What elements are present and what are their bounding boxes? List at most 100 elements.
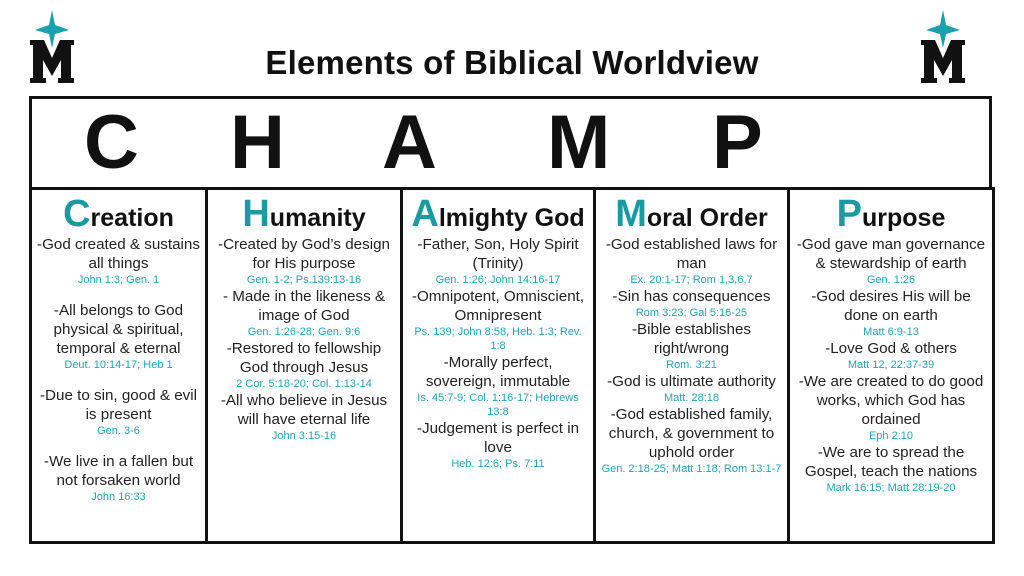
- heading-rest: oral Order: [646, 204, 768, 232]
- heading-rest: reation: [90, 204, 174, 232]
- scripture-reference: Gen. 1:26: [866, 274, 916, 286]
- item-text: -Father, Son, Holy Spirit (Trinity): [417, 236, 579, 272]
- scripture-reference: Heb. 12:6; Ps. 7:11: [451, 458, 545, 470]
- item-text: -Due to sin, good & evil is present: [39, 387, 198, 423]
- heading-rest: lmighty God: [438, 204, 585, 232]
- page-title: Elements of Biblical Worldview: [265, 44, 759, 81]
- heading-initial: M: [615, 193, 647, 235]
- scripture-reference: Matt 6:9-13: [863, 326, 919, 338]
- item-text: -God desires His will be done on earth: [811, 288, 971, 324]
- scripture-reference: Rom 3:23; Gal 5:16-25: [635, 307, 748, 319]
- heading-initial: C: [63, 193, 91, 235]
- element-columns: Creation-God created & sustains all thin…: [29, 187, 995, 544]
- heading-rest: urpose: [862, 204, 946, 232]
- column-humanity: Humanity-Created by God’s design for His…: [208, 187, 403, 541]
- scripture-reference: Eph 2:10: [868, 430, 914, 442]
- star-icon: [35, 10, 69, 48]
- champ-letter: A: [382, 100, 437, 185]
- column-creation: Creation-God created & sustains all thin…: [32, 187, 208, 541]
- heading-initial: P: [836, 193, 862, 235]
- item-text: -God established family, church, & gover…: [608, 406, 775, 461]
- item-text: -Created by God’s design for His purpose: [218, 236, 390, 272]
- champ-banner: C H A M P: [29, 96, 992, 190]
- scripture-reference: Gen. 3-6: [97, 425, 140, 437]
- scripture-reference: John 3:15-16: [271, 430, 337, 442]
- column-heading: Humanity: [212, 195, 396, 233]
- item-text: -We are created to do good works, which …: [798, 373, 984, 428]
- scripture-reference: Ps. 139; John 8:58, Heb. 1:3; Rev. 1:8: [414, 326, 582, 352]
- list-item: -All who believe in Jesus will have eter…: [212, 391, 396, 443]
- item-text: -All who believe in Jesus will have eter…: [220, 392, 388, 428]
- heading-initial: A: [411, 193, 439, 235]
- column-purpose: Purpose-God gave man governance & stewar…: [790, 187, 992, 541]
- school-logo: [30, 10, 74, 83]
- champ-letter: C: [84, 100, 139, 185]
- list-item: -We live in a fallen but not forsaken wo…: [36, 452, 201, 504]
- column-heading: Creation: [36, 195, 201, 233]
- list-item: -We are created to do good works, which …: [794, 372, 988, 443]
- scripture-reference: Gen. 1-2; Ps.139:13-16: [246, 274, 362, 286]
- list-item: -God gave man governance & stewardship o…: [794, 235, 988, 287]
- item-text: -Morally perfect, sovereign, immutable: [425, 354, 571, 390]
- item-text: -We are to spread the Gospel, teach the …: [804, 444, 978, 480]
- m-letter-icon: [30, 40, 74, 83]
- item-text: -God created & sustains all things: [37, 236, 200, 272]
- scripture-reference: John 1:3; Gen. 1: [77, 274, 160, 286]
- list-item: -All belongs to God physical & spiritual…: [36, 301, 201, 372]
- item-text: -God gave man governance & stewardship o…: [796, 236, 986, 272]
- list-item: -Restored to fellowship God through Jesu…: [212, 339, 396, 391]
- item-text: -Omnipotent, Omniscient, Omnipresent: [411, 288, 585, 324]
- list-item: -God established family, church, & gover…: [600, 405, 783, 476]
- scripture-reference: John 16:33: [91, 491, 146, 503]
- scripture-reference: Rom. 3:21: [666, 359, 717, 371]
- column-moral-order: Moral Order-God established laws for man…: [596, 187, 790, 541]
- item-text: - Made in the likeness & image of God: [222, 288, 386, 324]
- item-text: -We live in a fallen but not forsaken wo…: [43, 453, 194, 489]
- star-icon: [926, 10, 960, 48]
- item-text: -God established laws for man: [605, 236, 778, 272]
- champ-letter: P: [712, 100, 763, 185]
- champ-letter: H: [230, 100, 285, 185]
- list-item: -We are to spread the Gospel, teach the …: [794, 443, 988, 495]
- scripture-reference: Mark 16:15; Matt 28:19-20: [826, 482, 956, 494]
- column-almighty-god: Almighty God-Father, Son, Holy Spirit (T…: [403, 187, 596, 541]
- scripture-reference: Gen. 1:26; John 14:16-17: [435, 274, 561, 286]
- item-text: -Restored to fellowship God through Jesu…: [226, 340, 382, 376]
- school-logo: [921, 10, 965, 83]
- scripture-reference: Matt. 28:18: [663, 392, 720, 404]
- list-item: -Created by God’s design for His purpose…: [212, 235, 396, 287]
- item-text: -All belongs to God physical & spiritual…: [53, 302, 184, 357]
- scripture-reference: 2 Cor. 5:18-20; Col. 1:13-14: [236, 378, 372, 390]
- item-text: -Judgement is perfect in love: [416, 420, 580, 456]
- scripture-reference: Ex. 20:1-17; Rom 1,3,6,7: [630, 274, 753, 286]
- item-text: -Love God & others: [825, 340, 957, 357]
- column-heading: Purpose: [794, 195, 988, 233]
- scripture-reference: Deut. 10:14-17; Heb 1: [64, 359, 173, 371]
- m-letter-icon: [921, 40, 965, 83]
- scripture-reference: Is. 45:7-9; Col. 1:16-17; Hebrews 13:8: [417, 392, 579, 418]
- column-heading: Moral Order: [600, 195, 783, 233]
- item-text: -God is ultimate authority: [607, 373, 776, 390]
- list-item: -Father, Son, Holy Spirit (Trinity) Gen. …: [407, 235, 589, 287]
- column-heading: Almighty God: [407, 195, 589, 233]
- heading-rest: umanity: [269, 204, 366, 232]
- heading-initial: H: [242, 193, 270, 235]
- scripture-reference: Gen. 1:26-28; Gen. 9:6: [247, 326, 361, 338]
- item-text: -Bible establishes right/wrong: [631, 321, 752, 357]
- item-text: -Sin has consequences: [612, 288, 771, 305]
- scripture-reference: Matt 12, 22:37-39: [847, 359, 935, 371]
- scripture-reference: Gen. 2:18-25; Matt 1:18; Rom 13:1-7: [601, 463, 782, 475]
- champ-letter: M: [547, 100, 611, 185]
